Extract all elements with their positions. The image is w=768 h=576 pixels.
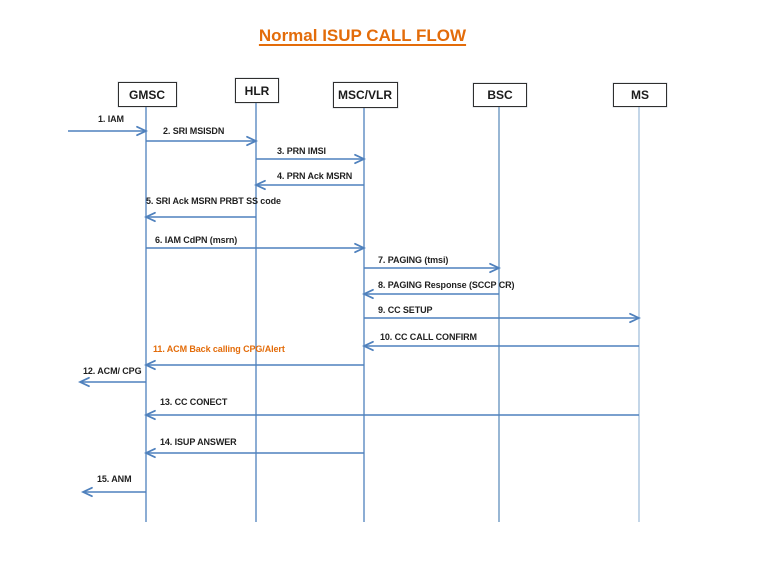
- actor-label: HLR: [244, 83, 270, 98]
- message-label: 13. CC CONECT: [160, 397, 228, 407]
- message-label: 14. ISUP ANSWER: [160, 437, 237, 447]
- arrowhead-icon: [143, 447, 156, 459]
- arrowhead-icon: [143, 211, 156, 223]
- actor-label: GMSC: [129, 87, 165, 102]
- diagram-title: Normal ISUP CALL FLOW: [258, 26, 467, 45]
- arrowhead-icon: [354, 153, 367, 165]
- message-label: 1. IAM: [98, 114, 124, 124]
- arrowhead-icon: [361, 288, 374, 300]
- arrowhead-icon: [361, 340, 374, 352]
- arrowhead-icon: [143, 359, 156, 371]
- message-label: 7. PAGING (tmsi): [378, 255, 449, 265]
- message-label: 12. ACM/ CPG: [83, 366, 142, 376]
- actor-box-ms: MS: [613, 83, 667, 107]
- arrowhead-icon: [77, 376, 90, 388]
- message-label: 15. ANM: [97, 474, 132, 484]
- actor-box-gmsc: GMSC: [117, 82, 177, 107]
- actor-label: MS: [631, 88, 649, 102]
- actor-box-mscvlr: MSC/VLR: [332, 82, 398, 108]
- actor-box-bsc: BSC: [473, 83, 527, 107]
- message-label: 6. IAM CdPN (msrn): [155, 235, 238, 245]
- message-label: 5. SRI Ack MSRN PRBT SS code: [146, 196, 281, 206]
- message-label: 9. CC SETUP: [378, 305, 433, 315]
- message-label: 4. PRN Ack MSRN: [277, 171, 353, 181]
- arrowhead-icon: [354, 242, 367, 254]
- arrowhead-icon: [629, 312, 642, 324]
- arrowhead-icon: [246, 135, 259, 147]
- arrowhead-icon: [143, 409, 156, 421]
- actor-label: MSC/VLR: [338, 88, 392, 102]
- actor-label: BSC: [487, 88, 513, 102]
- message-label: 11. ACM Back calling CPG/Alert: [153, 344, 285, 354]
- actor-box-hlr: HLR: [235, 78, 279, 103]
- arrowhead-icon: [489, 262, 502, 274]
- arrowhead-icon: [136, 125, 149, 137]
- message-label: 3. PRN IMSI: [277, 146, 326, 156]
- message-label: 10. CC CALL CONFIRM: [380, 332, 477, 342]
- message-label: 8. PAGING Response (SCCP CR): [378, 280, 515, 290]
- arrowhead-icon: [253, 179, 266, 191]
- message-label: 2. SRI MSISDN: [163, 126, 225, 136]
- arrowhead-icon: [80, 486, 93, 498]
